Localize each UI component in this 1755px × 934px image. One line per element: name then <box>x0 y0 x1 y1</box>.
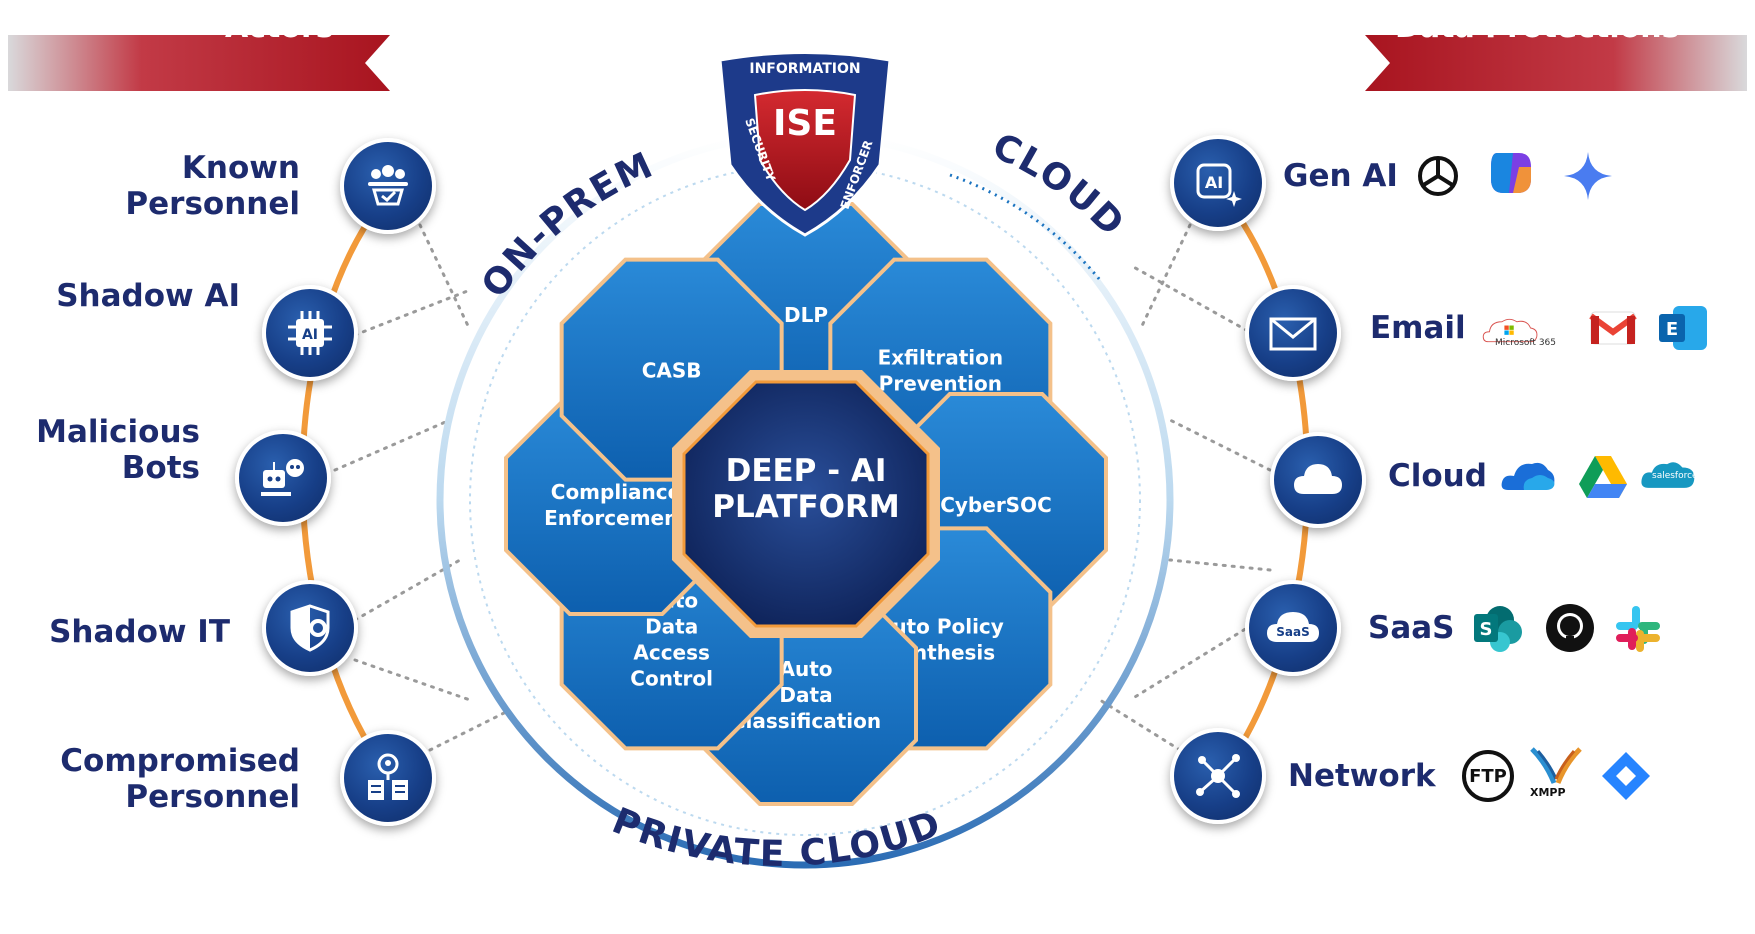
module-label-line: Exfiltration <box>878 346 1004 370</box>
saas-cloud-icon: SaaS <box>1267 612 1319 642</box>
protection-email-label: Email <box>1370 310 1466 346</box>
ise-shield: INFORMATION ISE SECURITY ENFORCER <box>718 51 892 237</box>
ftp-logo: FTP <box>1460 748 1516 804</box>
onedrive-logo <box>1500 448 1556 504</box>
protections-banner <box>1365 35 1747 91</box>
module-label-line: Data <box>779 683 832 707</box>
shield-gear-icon <box>290 604 330 652</box>
xmpp-logo: XMPP <box>1528 743 1584 799</box>
gemini-logo <box>1560 148 1616 204</box>
dotted-connectors <box>333 223 1272 752</box>
envelope-icon <box>1269 317 1317 351</box>
salesforce-caption: salesforce <box>1652 471 1698 481</box>
module-label-line: DLP <box>784 303 828 327</box>
actors-banner-title: Actors <box>225 10 334 45</box>
module-label-line: CASB <box>642 359 702 383</box>
actor-known-personnel-circle[interactable] <box>340 138 436 234</box>
protection-saas-circle[interactable]: SaaS <box>1245 580 1341 676</box>
protection-network-circle[interactable] <box>1170 728 1266 824</box>
xmpp-caption: XMPP <box>1530 786 1566 799</box>
actor-shadow-ai-circle[interactable]: AI <box>262 285 358 381</box>
module-label-line: Auto <box>779 657 832 681</box>
module-label-line: Prevention <box>879 372 1002 396</box>
svg-text:FTP: FTP <box>1469 766 1507 787</box>
gmail-logo <box>1585 300 1641 356</box>
ai-sparkle-icon: AI <box>1196 163 1242 207</box>
center-title-line1: DEEP - AI <box>726 453 887 489</box>
exchange-logo: E <box>1655 300 1711 356</box>
protection-gen-ai-circle[interactable]: AI <box>1170 135 1266 231</box>
actor-shadow-it-label: Shadow IT <box>49 614 230 650</box>
protection-cloud-label: Cloud <box>1388 458 1487 494</box>
salesforce-logo: salesforce <box>1640 448 1706 504</box>
github-logo <box>1542 600 1598 656</box>
module-label-line: CyberSOC <box>940 493 1052 517</box>
protection-cloud-circle[interactable] <box>1270 432 1366 528</box>
module-label-line: Access <box>633 640 710 664</box>
svg-text:AI: AI <box>1205 173 1223 192</box>
actor-malicious-bots-circle[interactable] <box>235 430 331 526</box>
jira-logo <box>1598 748 1654 804</box>
protection-email-circle[interactable] <box>1245 285 1341 381</box>
svg-text:S: S <box>1480 619 1493 640</box>
module-label-line: Compliance <box>551 480 681 504</box>
shield-center-text: ISE <box>773 103 837 144</box>
module-label-line: Enforcement <box>544 506 688 530</box>
shield-top-text: INFORMATION <box>749 61 860 77</box>
bot-skull-icon <box>261 459 304 496</box>
svg-text:E: E <box>1666 319 1678 340</box>
actors-banner <box>8 35 390 91</box>
protections-banner-title: Data Protections <box>1395 10 1680 45</box>
google-drive-logo <box>1575 448 1631 504</box>
svg-text:SaaS: SaaS <box>1276 625 1309 639</box>
module-label-line: Control <box>630 666 713 690</box>
protection-network-label: Network <box>1288 758 1436 794</box>
network-nodes-icon <box>1196 754 1240 798</box>
cloud-ring-dots <box>949 173 1102 281</box>
ring-label-private-cloud: PRIVATE CLOUD <box>606 801 947 876</box>
center-title-line2: PLATFORM <box>712 489 899 525</box>
copilot-logo <box>1483 145 1539 201</box>
microsoft-365-logo: Microsoft 365 <box>1482 300 1572 356</box>
actor-compromised-personnel-circle[interactable] <box>340 730 436 826</box>
module-label-line: Data <box>645 614 698 638</box>
actor-shadow-ai-label: Shadow AI <box>56 278 240 314</box>
group-check-icon <box>368 165 408 206</box>
user-documents-icon <box>368 753 408 800</box>
openai-logo <box>1410 148 1466 204</box>
ring-label-cloud: CLOUD <box>986 126 1133 246</box>
center-platform: DEEP - AI PLATFORM <box>672 370 940 638</box>
protection-saas-label: SaaS <box>1368 610 1455 646</box>
protection-gen-ai-label: Gen AI <box>1283 158 1398 194</box>
microsoft-365-caption: Microsoft 365 <box>1495 338 1556 348</box>
actor-shadow-it-circle[interactable] <box>262 580 358 676</box>
svg-text:AI: AI <box>302 327 318 343</box>
cloud-icon <box>1294 464 1342 494</box>
ai-chip-icon: AI <box>288 311 332 355</box>
slack-logo <box>1610 600 1666 656</box>
sharepoint-logo: S <box>1470 600 1526 656</box>
